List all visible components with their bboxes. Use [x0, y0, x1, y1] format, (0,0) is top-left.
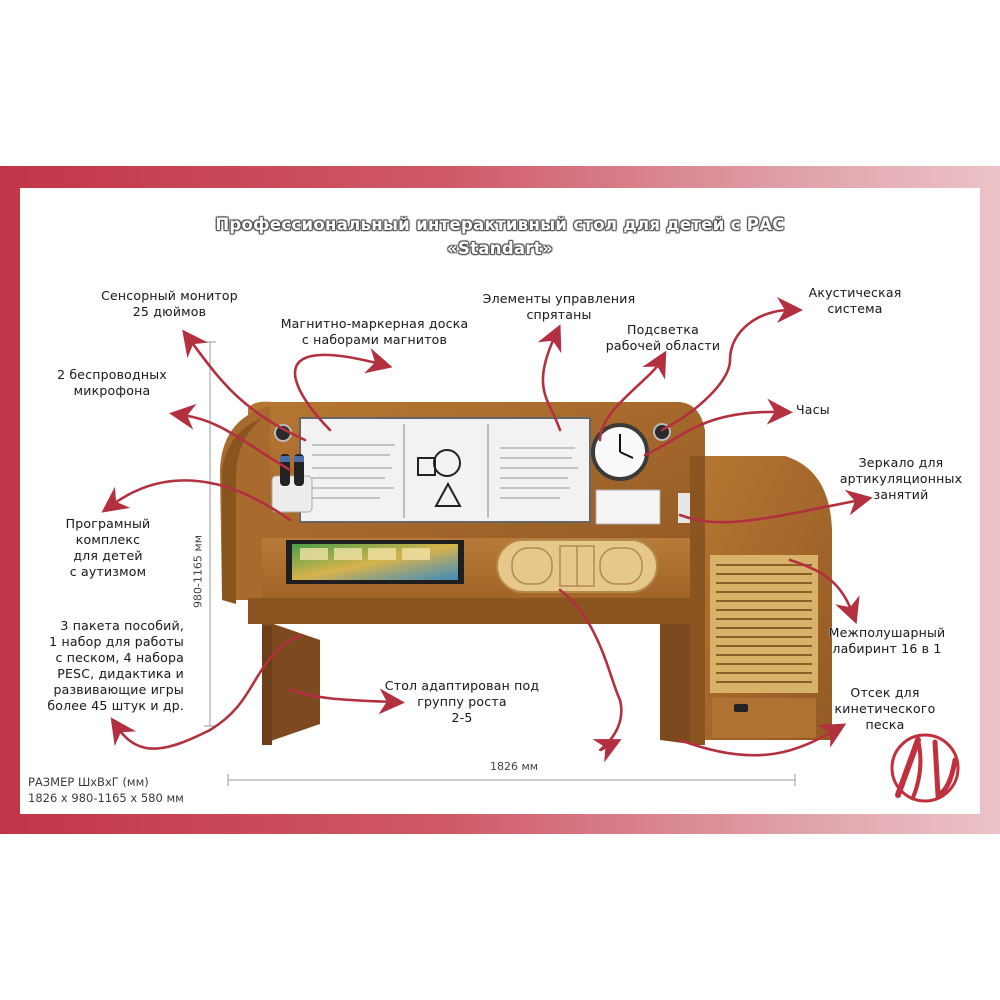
title-line-2: «Standart» — [447, 239, 553, 258]
width-dimension-label: 1826 мм — [490, 760, 539, 773]
size-caption-title: РАЗМЕР ШхВхГ (мм) — [28, 775, 149, 789]
dimension-lines — [204, 341, 796, 786]
title-line-1: Профессиональный интерактивный стол для … — [215, 215, 785, 234]
company-logo — [890, 733, 960, 803]
size-caption-value: 1826 х 980-1165 х 580 мм — [28, 791, 184, 805]
page-title: Профессиональный интерактивный стол для … — [160, 213, 840, 261]
pointer-arrows — [101, 297, 873, 763]
height-dimension-label: 980-1165 мм — [191, 534, 205, 609]
label-clock: Часы — [796, 402, 830, 417]
size-caption: РАЗМЕР ШхВхГ (мм) 1826 х 980-1165 х 580 … — [28, 774, 184, 806]
